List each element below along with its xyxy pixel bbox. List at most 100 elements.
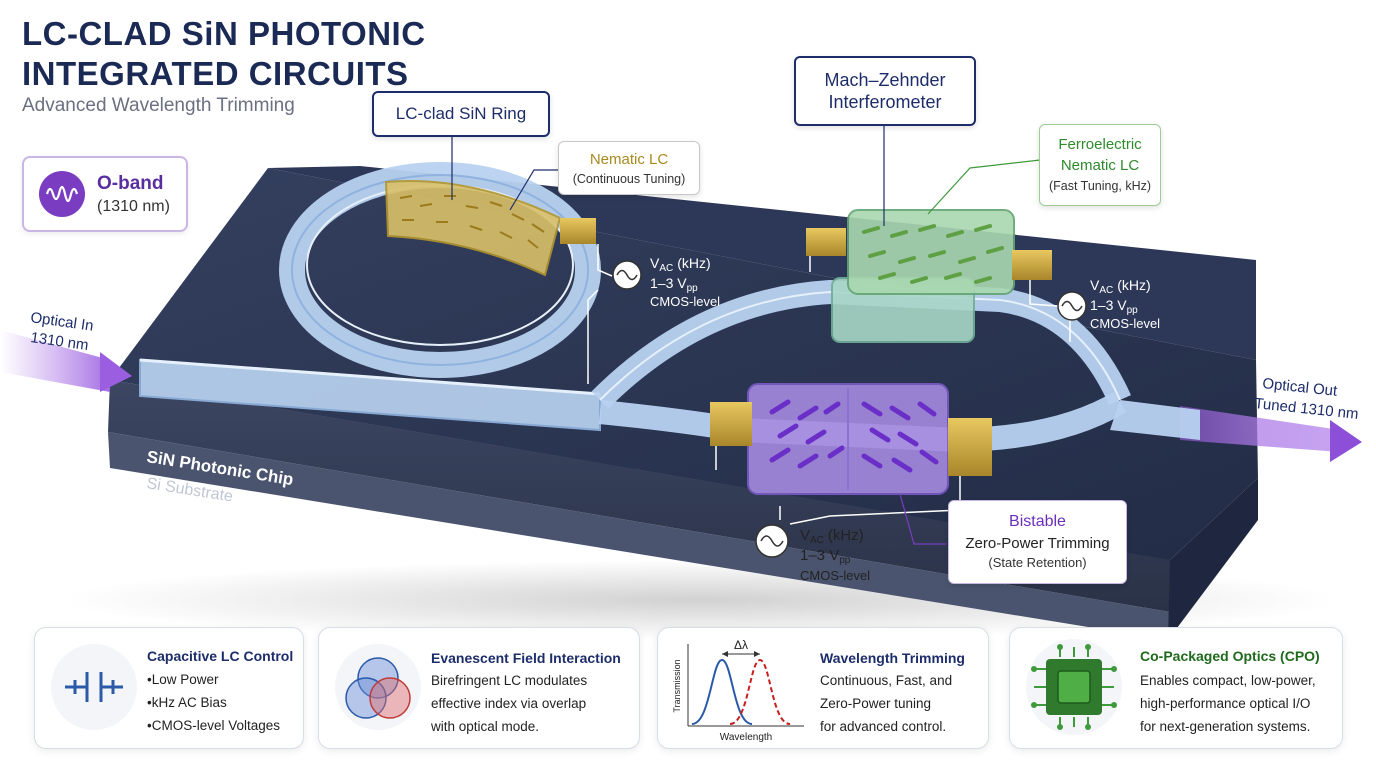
v-sub: AC xyxy=(1099,285,1113,296)
bistable-callout: Bistable Zero-Power Trimming (State Rete… xyxy=(948,500,1127,584)
input-beam xyxy=(0,330,110,392)
nematic-callout-title: Nematic LC xyxy=(589,151,669,168)
ferro-electrode-right xyxy=(1012,250,1052,280)
page-subtitle: Advanced Wavelength Trimming xyxy=(22,95,295,116)
ferro-callout: Ferroelectric Nematic LC (Fast Tuning, k… xyxy=(1039,124,1161,206)
level-label: CMOS-level xyxy=(1090,316,1160,331)
bistable-electrode-right xyxy=(948,418,992,476)
waveform-icon xyxy=(39,171,85,217)
nematic-callout: Nematic LC (Continuous Tuning) xyxy=(558,141,700,195)
amp-sub: pp xyxy=(839,555,851,566)
v-unit: (kHz) xyxy=(828,527,864,544)
ferro-callout-line1: Ferroelectric xyxy=(1058,136,1142,153)
v-unit: (kHz) xyxy=(1117,277,1150,293)
card-capacitive-control: Capacitive LC Control Low Power kHz AC B… xyxy=(34,627,304,749)
drive-label-bistable: VAC(kHz) 1–3 Vpp CMOS-level xyxy=(800,527,870,583)
page-title: LC-CLAD SiN PHOTONIC INTEGRATED CIRCUITS xyxy=(22,14,426,94)
ferro-leader xyxy=(927,159,1041,215)
bistable-callout-title: Bistable xyxy=(1009,513,1066,530)
list-item: kHz AC Bias xyxy=(147,691,280,714)
level-label: CMOS-level xyxy=(650,294,720,309)
ac-source-icon xyxy=(612,260,642,290)
output-arrow-icon xyxy=(1330,420,1362,462)
drive-label-mzi: VAC (kHz) 1–3 Vpp CMOS-level xyxy=(1090,277,1160,331)
substrate-side xyxy=(108,432,1170,640)
v-sub: AC xyxy=(659,263,673,274)
card-wavelength-trimming: Δλ Wavelength Transmission Wavelength Tr… xyxy=(657,627,989,749)
input-arrow-icon xyxy=(100,352,132,392)
ferro-callout-sub: (Fast Tuning, kHz) xyxy=(1048,179,1152,193)
list-item: CMOS-level Voltages xyxy=(147,714,280,737)
v-label: V xyxy=(1090,277,1100,293)
output-beam xyxy=(1180,406,1340,452)
output-waveguide xyxy=(1110,400,1200,440)
plot-xlabel: Wavelength xyxy=(720,732,772,743)
ring-callout: LC-clad SiN Ring xyxy=(372,91,550,137)
v-unit: (kHz) xyxy=(677,255,710,271)
card-body: Enables compact, low-power, high-perform… xyxy=(1140,669,1316,738)
svg-text:VAC(kHz): VAC (kHz) xyxy=(1090,277,1151,296)
chip-side xyxy=(108,380,1172,612)
bistable-callout-line3: (State Retention) xyxy=(988,555,1087,570)
ac-source-icon xyxy=(1057,291,1087,321)
card-body-line: with optical mode. xyxy=(431,719,540,734)
callout-leaders xyxy=(451,124,885,226)
amp-label: 1–3 V xyxy=(800,547,839,564)
card-bullet-list: Low Power kHz AC Bias CMOS-level Voltage… xyxy=(147,668,280,737)
card-body-line: Continuous, Fast, and xyxy=(820,673,953,688)
nematic-lc-molecules xyxy=(399,195,545,249)
bistable-lc-molecules-right xyxy=(861,401,939,473)
band-box: O-band (1310 nm) xyxy=(22,156,188,232)
capacitor-icon xyxy=(51,644,137,730)
bistable-electrode-left xyxy=(710,402,752,446)
ac-source-icon xyxy=(755,524,789,558)
ferro-electrode-left xyxy=(806,228,846,256)
title-line2: INTEGRATED CIRCUITS xyxy=(22,55,409,92)
amp-label: 1–3 V xyxy=(650,275,687,291)
list-item: Low Power xyxy=(147,668,280,691)
mzi-callout: Mach–Zehnder Interferometer xyxy=(794,56,976,126)
drive-label-ring: VAC (kHz) 1–3 Vpp CMOS-level xyxy=(650,255,720,309)
mzi-callout-line2: Interferometer xyxy=(828,92,942,112)
amp-sub: pp xyxy=(687,283,699,294)
plot-ylabel: Transmission xyxy=(672,659,682,712)
card-body: Birefringent LC modulates effective inde… xyxy=(431,669,587,738)
ferro-lc-molecules xyxy=(862,224,1004,284)
band-wavelength: (1310 nm) xyxy=(97,198,170,215)
amp-label: 1–3 V xyxy=(1090,297,1127,313)
title-line1: LC-CLAD SiN PHOTONIC xyxy=(22,15,426,52)
card-title: Co-Packaged Optics (CPO) xyxy=(1140,648,1320,664)
mzi-callout-line1: Mach–Zehnder xyxy=(824,70,946,90)
card-body: Continuous, Fast, and Zero-Power tuning … xyxy=(820,669,952,738)
v-sub: AC xyxy=(810,535,824,546)
optical-out-line2: Tuned 1310 nm xyxy=(1254,395,1360,423)
card-body-line: for advanced control. xyxy=(820,719,947,734)
chip-package-icon xyxy=(1026,639,1122,735)
card-co-packaged-optics: Co-Packaged Optics (CPO) Enables compact… xyxy=(1009,627,1343,749)
ring-outline xyxy=(291,174,589,366)
v-label: V xyxy=(800,527,810,544)
card-body-line: for next-generation systems. xyxy=(1140,719,1311,734)
card-title: Wavelength Trimming xyxy=(820,650,965,666)
bistable-lc-molecules-left xyxy=(769,399,845,469)
svg-text:VAC(kHz): VAC (kHz) xyxy=(800,527,864,546)
optical-out-label: Optical Out Tuned 1310 nm xyxy=(1254,375,1360,423)
card-body-line: Zero-Power tuning xyxy=(820,696,932,711)
svg-text:1–3 Vpp: 1–3 Vpp xyxy=(800,547,851,566)
card-body-line: Enables compact, low-power, xyxy=(1140,673,1316,688)
amp-sub: pp xyxy=(1127,305,1139,316)
spectrum-shift-icon: Δλ Wavelength Transmission xyxy=(672,638,804,743)
svg-text:1–3 Vpp: 1–3 Vpp xyxy=(650,275,698,294)
ring-callout-text: LC-clad SiN Ring xyxy=(395,104,527,123)
v-label: V xyxy=(650,255,660,271)
card-evanescent-field: Evanescent Field Interaction Birefringen… xyxy=(318,627,640,749)
nematic-callout-sub: (Continuous Tuning) xyxy=(572,172,686,186)
bus-waveguide-highlight xyxy=(139,358,601,396)
band-label: O-band xyxy=(97,173,164,194)
card-title: Evanescent Field Interaction xyxy=(431,650,621,666)
ferro-callout-line2: Nematic LC xyxy=(1060,157,1140,174)
card-title: Capacitive LC Control xyxy=(147,648,294,664)
svg-text:VAC(kHz): VAC (kHz) xyxy=(650,255,711,274)
bistable-leader xyxy=(899,493,946,545)
